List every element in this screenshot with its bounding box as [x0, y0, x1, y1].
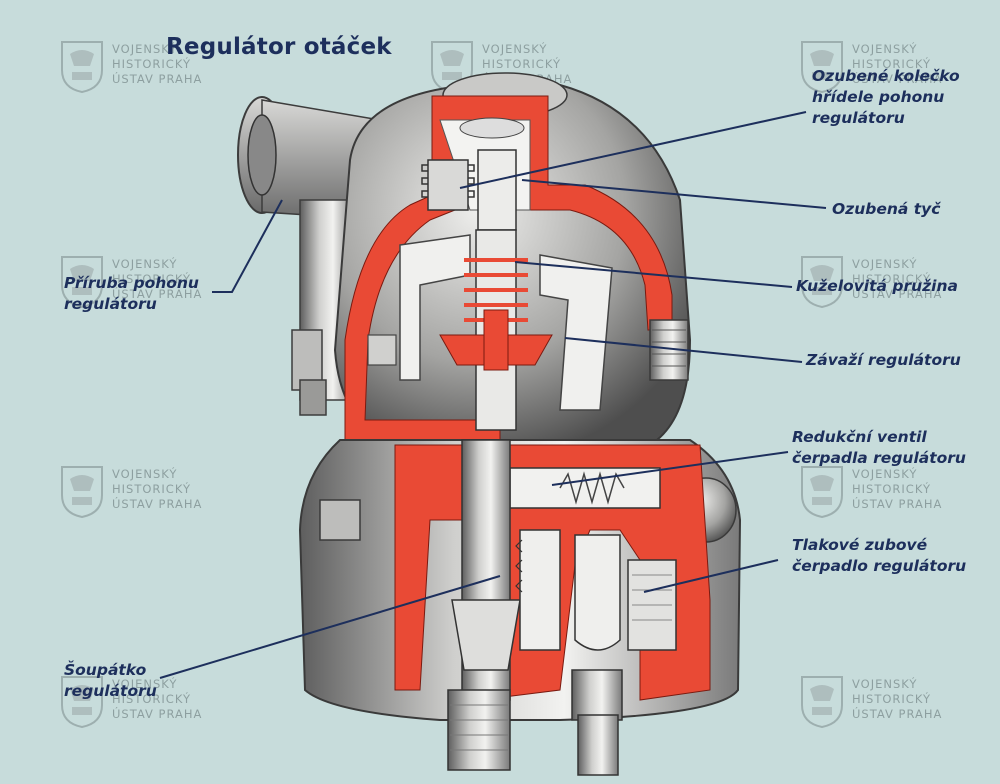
shield-icon	[61, 256, 103, 309]
leader-ozubena-tyc	[521, 179, 827, 209]
label-ozubena-tyc: Ozubená tyč	[832, 200, 941, 218]
shield-icon	[801, 676, 843, 729]
label-kuzelovita-pruzina: Kuželovitá pružina	[796, 277, 958, 295]
shield-icon	[61, 676, 103, 729]
flyweight-assembly	[367, 229, 613, 431]
shield-icon	[801, 41, 843, 94]
label-tlakove-cerpadlo: Tlakové zubové čerpadlo regulátoru	[792, 536, 967, 575]
label-ozubene-kolecko: Ozubené kolečko hřídele pohonu regulátor…	[812, 67, 960, 127]
shield-icon	[801, 256, 843, 309]
leader-redukcni-ventil	[551, 451, 789, 486]
leader-lines	[159, 111, 827, 679]
label-soupatko: Šoupátko regulátoru	[64, 661, 157, 700]
leader-ozubene-kolecko	[459, 111, 807, 189]
shield-icon	[61, 466, 103, 519]
leader-kuzelovita-pruzina	[514, 261, 793, 288]
label-priruba: Příruba pohonu regulátoru	[64, 274, 199, 313]
shield-icon	[801, 466, 843, 519]
shield-icon	[61, 41, 103, 94]
page-title: Regulátor otáček	[166, 34, 392, 60]
leader-zavazi	[564, 337, 803, 363]
section-lower	[394, 439, 711, 701]
label-redukcni-ventil: Redukční ventil čerpadla regulátoru	[792, 428, 966, 467]
leader-priruba	[212, 199, 283, 293]
leader-soupatko	[159, 575, 501, 679]
label-zavazi: Závaží regulátoru	[806, 351, 961, 369]
leader-tlakove-cerpadlo	[643, 559, 779, 593]
bottom-fittings	[447, 669, 623, 776]
